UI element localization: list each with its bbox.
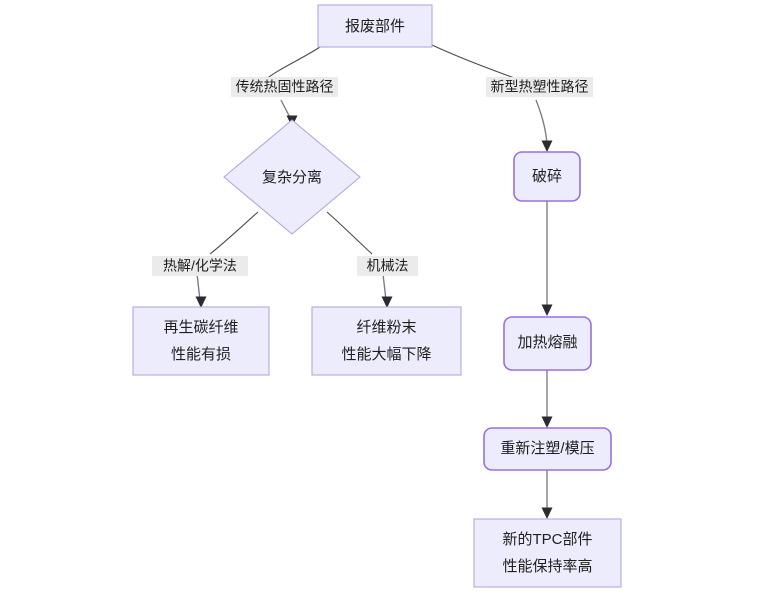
edge-path [326, 211, 373, 255]
edge-separation-to-recycled-fiber [195, 211, 259, 308]
node-label: 加热熔融 [517, 334, 577, 351]
node-shape[interactable] [473, 518, 622, 588]
node-complex-separation[interactable]: 复杂分离 [223, 119, 361, 235]
node-recycled-carbon-fiber[interactable]: 再生碳纤维 性能有损 [132, 306, 270, 376]
node-shape[interactable] [311, 306, 462, 376]
node-crush[interactable]: 破碎 [513, 151, 581, 202]
node-label: 破碎 [532, 168, 562, 185]
arrowhead-icon [381, 296, 393, 308]
node-shape[interactable] [132, 306, 270, 376]
node-label-line-1: 新的TPC部件 [502, 531, 592, 548]
node-label-line-2: 性能有损 [171, 346, 231, 363]
edge-label-background [231, 77, 338, 97]
node-label-line-2: 性能保持率高 [502, 558, 592, 575]
node-shape[interactable] [513, 151, 581, 202]
node-heat-melt[interactable]: 加热熔融 [503, 316, 592, 371]
edge-layer [195, 44, 553, 519]
edge-path [382, 273, 387, 301]
node-new-tpc-part[interactable]: 新的TPC部件 性能保持率高 [473, 518, 622, 588]
node-label-line-2: 性能大幅下降 [341, 346, 431, 363]
edge-label-text: 热解/化学法 [163, 258, 237, 274]
edge-label-new-thermoplastic: 新型热塑性路径 [486, 77, 593, 97]
edge-crush-to-heat-melt [541, 201, 553, 316]
arrowhead-icon [541, 507, 553, 519]
node-layer: 报废部件 复杂分离 再生碳纤维 性能有损 纤维粉末 性能大幅下降 [132, 4, 622, 588]
edge-path [196, 273, 201, 301]
node-label-line-1: 纤维粉末 [356, 319, 416, 336]
node-remold[interactable]: 重新注塑/模压 [483, 427, 612, 471]
edge-label-text: 传统热固性路径 [236, 79, 334, 95]
edge-path [535, 99, 548, 145]
edge-heat-melt-to-remold [541, 370, 553, 428]
edge-label-background [152, 256, 248, 276]
edge-separation-to-fiber-powder [326, 211, 393, 308]
edge-scrap-to-crush [431, 44, 553, 152]
node-shape[interactable] [223, 119, 361, 235]
edge-label-mechanical: 机械法 [357, 256, 418, 276]
node-fiber-powder[interactable]: 纤维粉末 性能大幅下降 [311, 306, 462, 376]
node-label: 报废部件 [345, 18, 405, 35]
edge-label-pyrolysis-chemical: 热解/化学法 [152, 256, 248, 276]
arrowhead-icon [541, 416, 553, 428]
arrowhead-icon [541, 140, 553, 152]
edge-remold-to-new-tpc [541, 470, 553, 519]
node-label: 重新注塑/模压 [500, 440, 594, 457]
edge-label-background [486, 77, 593, 97]
edge-label-traditional-thermoset: 传统热固性路径 [231, 77, 338, 97]
node-shape[interactable] [317, 4, 433, 48]
edge-label-layer: 传统热固性路径 新型热塑性路径 热解/化学法 机械法 [152, 77, 593, 276]
node-scrap-part[interactable]: 报废部件 [317, 4, 433, 48]
node-label: 复杂分离 [262, 168, 322, 186]
edge-path [264, 46, 321, 81]
edge-label-text: 新型热塑性路径 [491, 79, 589, 95]
arrowhead-icon [195, 296, 207, 308]
edge-label-background [357, 256, 418, 276]
node-shape[interactable] [483, 427, 612, 471]
arrowhead-icon [541, 304, 553, 316]
node-label-line-1: 再生碳纤维 [163, 319, 238, 336]
node-shape[interactable] [503, 316, 592, 371]
edge-label-text: 机械法 [367, 258, 409, 274]
edge-path [209, 211, 259, 255]
edge-path [431, 44, 521, 81]
